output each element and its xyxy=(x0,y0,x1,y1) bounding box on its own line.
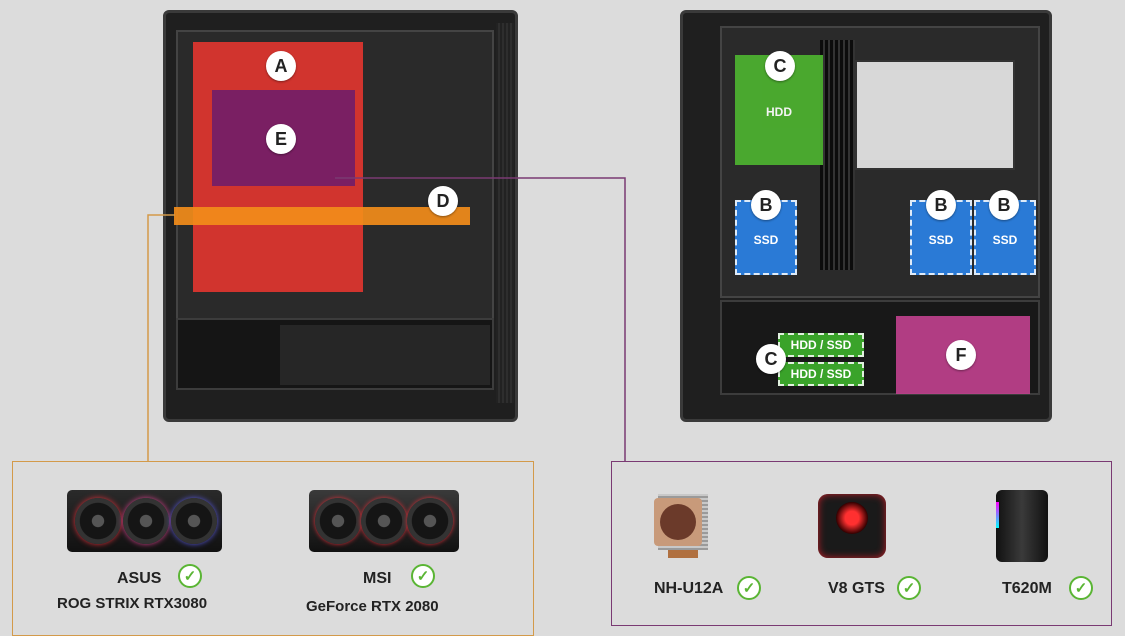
nh-u12a-image xyxy=(652,490,712,560)
zone-b-marker: B xyxy=(989,190,1019,220)
gpu-compat-panel: ASUS ✓ ROG STRIX RTX3080 MSI ✓ GeForce R… xyxy=(12,461,534,636)
v8-gts-name: V8 GTS xyxy=(828,580,885,597)
cooler-compat-panel: NH-U12A ✓ V8 GTS ✓ T620M ✓ xyxy=(611,461,1112,626)
t620m-image xyxy=(992,488,1052,566)
back-cutout xyxy=(855,60,1015,170)
msi-model: GeForce RTX 2080 xyxy=(306,598,439,615)
zone-a-marker: A xyxy=(266,51,296,81)
zone-b-ssd-label: SSD xyxy=(928,233,954,247)
gpu-connector-line xyxy=(147,214,175,462)
asus-brand: ASUS xyxy=(117,570,162,587)
cable-bundle xyxy=(820,40,855,270)
msi-brand: MSI xyxy=(363,570,392,587)
check-icon: ✓ xyxy=(737,576,761,600)
check-icon: ✓ xyxy=(897,576,921,600)
zone-b-marker: B xyxy=(926,190,956,220)
zone-c-hdd-ssd-area: HDD / SSD xyxy=(778,333,864,357)
zone-c-hdd-ssd-label: HDD / SSD xyxy=(790,367,852,381)
front-mesh-panel xyxy=(496,23,514,403)
zone-c-marker: C xyxy=(765,51,795,81)
t620m-name: T620M xyxy=(1002,580,1052,597)
zone-b-marker: B xyxy=(751,190,781,220)
zone-b-ssd-label: SSD xyxy=(992,233,1018,247)
check-icon: ✓ xyxy=(178,564,202,588)
asus-gpu-image xyxy=(67,490,222,552)
front-psu-slot xyxy=(280,325,490,385)
check-icon: ✓ xyxy=(1069,576,1093,600)
check-icon: ✓ xyxy=(411,564,435,588)
zone-e-marker: E xyxy=(266,124,296,154)
zone-c-hdd-label: HDD xyxy=(766,105,792,119)
zone-c-marker: C xyxy=(756,344,786,374)
zone-d-marker: D xyxy=(428,186,458,216)
nh-u12a-name: NH-U12A xyxy=(654,580,724,597)
zone-c-hdd-ssd-area: HDD / SSD xyxy=(778,362,864,386)
v8-gts-image xyxy=(812,488,892,564)
zone-f-marker: F xyxy=(946,340,976,370)
asus-model: ROG STRIX RTX3080 xyxy=(57,595,208,612)
zone-d-area xyxy=(174,207,470,225)
cooler-connector-line xyxy=(335,177,626,462)
msi-gpu-image xyxy=(309,490,459,552)
zone-c-hdd-ssd-label: HDD / SSD xyxy=(790,338,852,352)
zone-b-ssd-label: SSD xyxy=(753,233,779,247)
